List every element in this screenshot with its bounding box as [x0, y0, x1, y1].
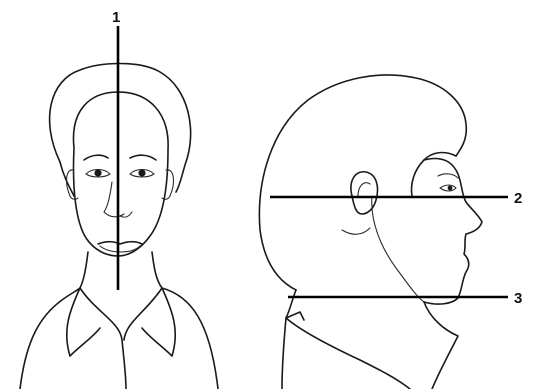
label-1: 1 — [112, 9, 120, 26]
label-2: 2 — [514, 190, 522, 207]
label-3: 3 — [514, 290, 522, 307]
side-view-head — [259, 75, 482, 389]
